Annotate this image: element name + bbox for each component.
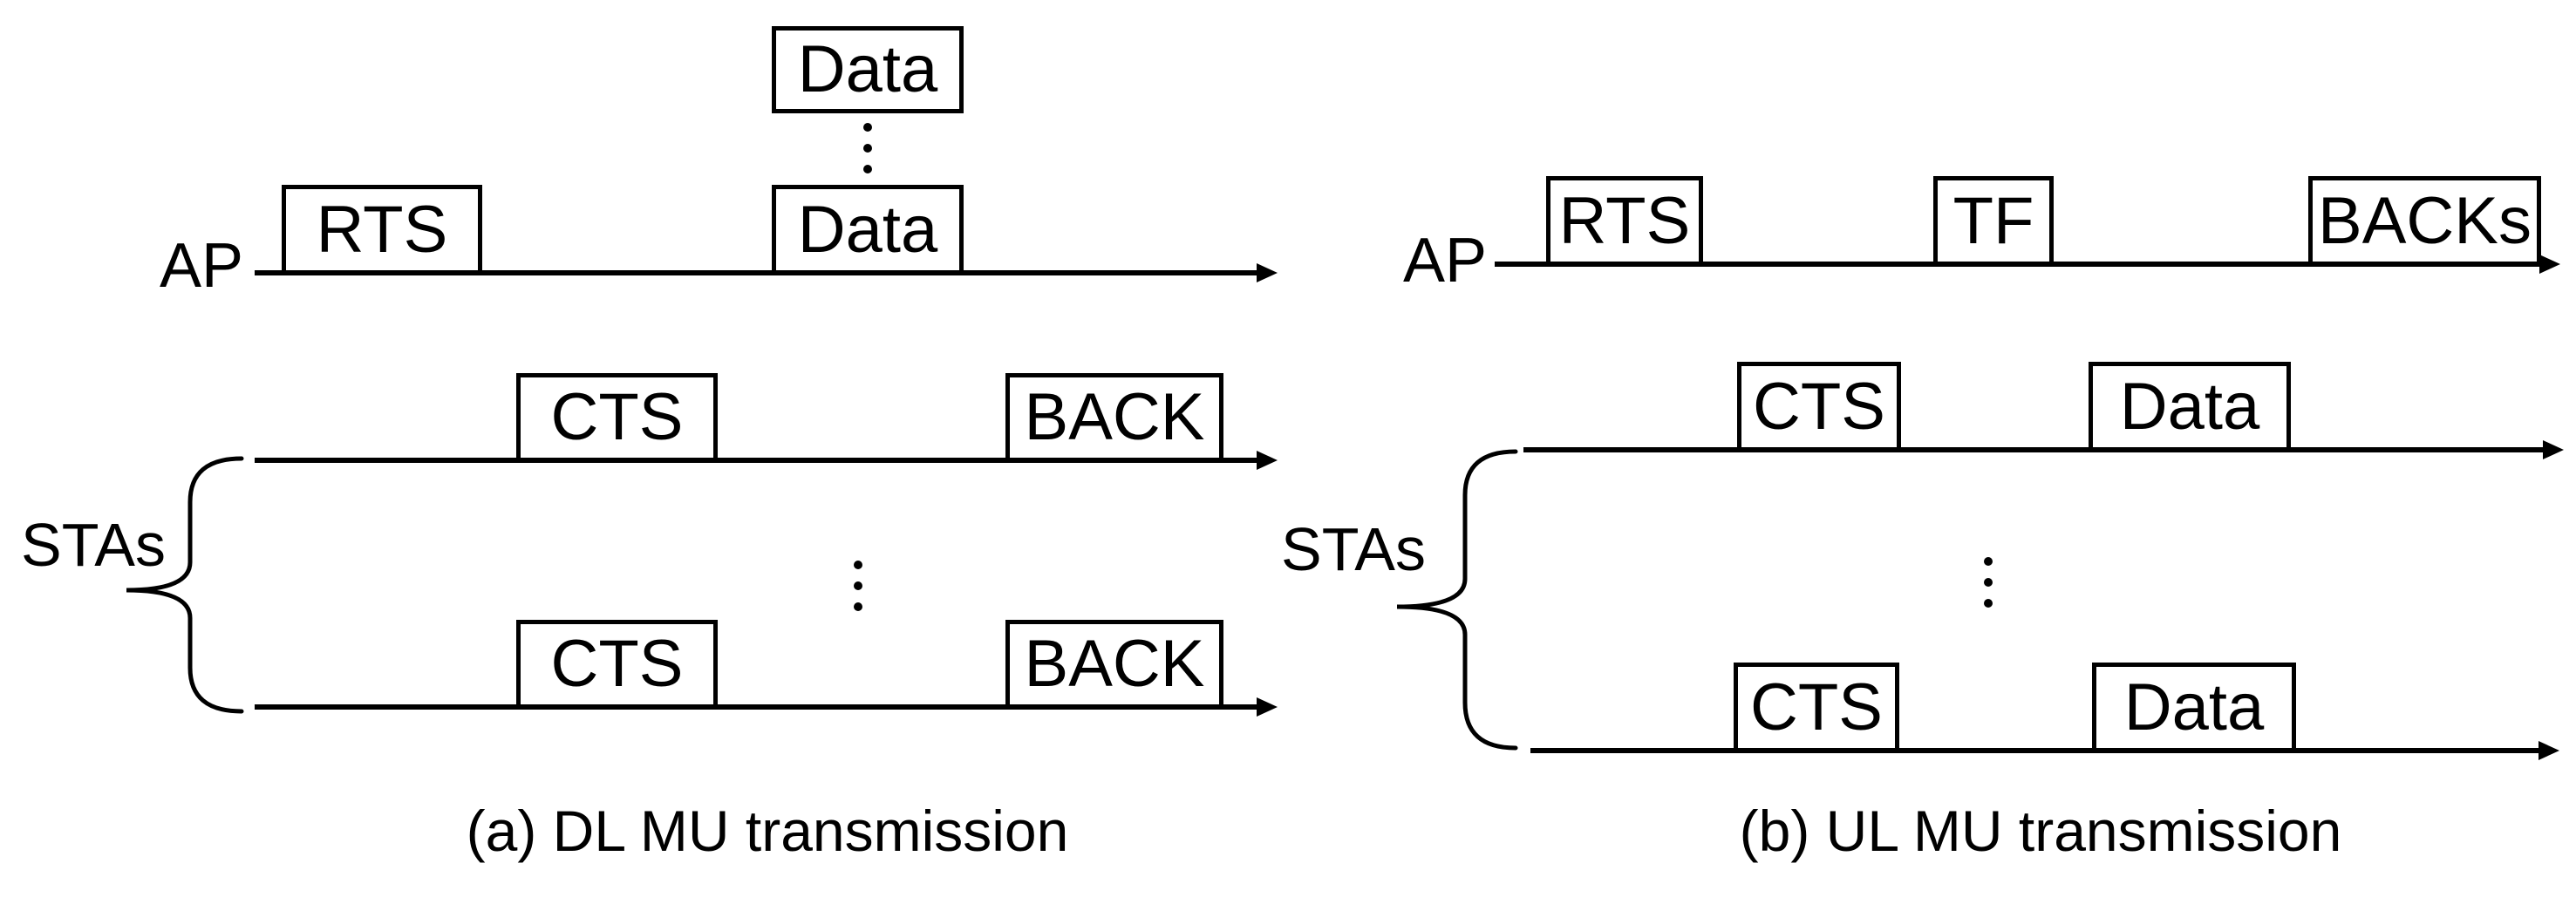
- dot: [863, 144, 872, 153]
- rts-box-label: RTS: [316, 192, 448, 267]
- sta2-data-box: Data: [2092, 663, 2296, 748]
- stacked-ellipsis-icon: [863, 123, 872, 173]
- stas-ellipsis-icon: [854, 561, 862, 611]
- sta1-timeline: [255, 458, 1257, 463]
- caption-a: (a) DL MU transmission: [466, 799, 1069, 863]
- data-box-label: Data: [797, 192, 938, 267]
- data-box-label: Data: [2119, 369, 2260, 444]
- backs-box: BACKs: [2308, 176, 2541, 262]
- back-box-label: BACK: [1024, 380, 1205, 454]
- sta1-cts-box: CTS: [516, 373, 718, 458]
- sta2-timeline-arrowhead-icon: [2539, 741, 2559, 760]
- dot: [863, 165, 872, 173]
- sta1-back-box: BACK: [1005, 373, 1223, 458]
- sta1-timeline: [1523, 447, 2543, 452]
- sta1-cts-box: CTS: [1737, 362, 1901, 447]
- data-box-label: Data: [2123, 670, 2265, 744]
- dot: [854, 581, 862, 590]
- rts-box: RTS: [282, 185, 482, 270]
- tf-box: TF: [1933, 176, 2054, 262]
- ap-label: AP: [160, 231, 244, 301]
- cts-box-label: CTS: [550, 627, 684, 701]
- tf-box-label: TF: [1952, 183, 2034, 258]
- sta2-cts-box: CTS: [516, 620, 718, 704]
- sta2-cts-box: CTS: [1734, 663, 1899, 748]
- sta2-timeline: [255, 704, 1257, 710]
- sta2-back-box: BACK: [1005, 620, 1223, 704]
- cts-box-label: CTS: [550, 380, 684, 454]
- ap-timeline-arrowhead-icon: [2539, 255, 2560, 274]
- dot: [854, 602, 862, 611]
- sta2-timeline: [1530, 748, 2539, 753]
- dot: [863, 123, 872, 132]
- rts-box: RTS: [1546, 176, 1703, 262]
- stacked-data-box: Data: [772, 26, 964, 113]
- dot: [1984, 599, 1993, 608]
- cts-box-label: CTS: [1753, 369, 1885, 444]
- dot: [854, 561, 862, 569]
- ap-timeline: [1495, 262, 2539, 267]
- ap-timeline: [255, 270, 1257, 275]
- stas-label: STAs: [21, 511, 166, 579]
- back-box-label: BACK: [1024, 627, 1205, 701]
- data-box: Data: [772, 185, 964, 270]
- dot: [1984, 578, 1993, 587]
- stas-brace-icon: [1396, 449, 1518, 751]
- dot: [1984, 557, 1993, 566]
- ap-label: AP: [1403, 226, 1488, 296]
- stas-label: STAs: [1281, 515, 1426, 583]
- sta1-timeline-arrowhead-icon: [1257, 451, 1278, 470]
- sta2-timeline-arrowhead-icon: [1257, 697, 1278, 717]
- caption-b: (b) UL MU transmission: [1739, 799, 2342, 863]
- backs-box-label: BACKs: [2318, 183, 2532, 258]
- sta1-timeline-arrowhead-icon: [2543, 440, 2564, 459]
- stas-brace-icon: [126, 456, 244, 714]
- stas-ellipsis-icon: [1984, 557, 1993, 608]
- stacked-data-box-label: Data: [797, 32, 938, 106]
- cts-box-label: CTS: [1750, 670, 1883, 744]
- ap-timeline-arrowhead-icon: [1257, 263, 1278, 282]
- rts-box-label: RTS: [1558, 183, 1691, 258]
- sta1-data-box: Data: [2089, 362, 2291, 447]
